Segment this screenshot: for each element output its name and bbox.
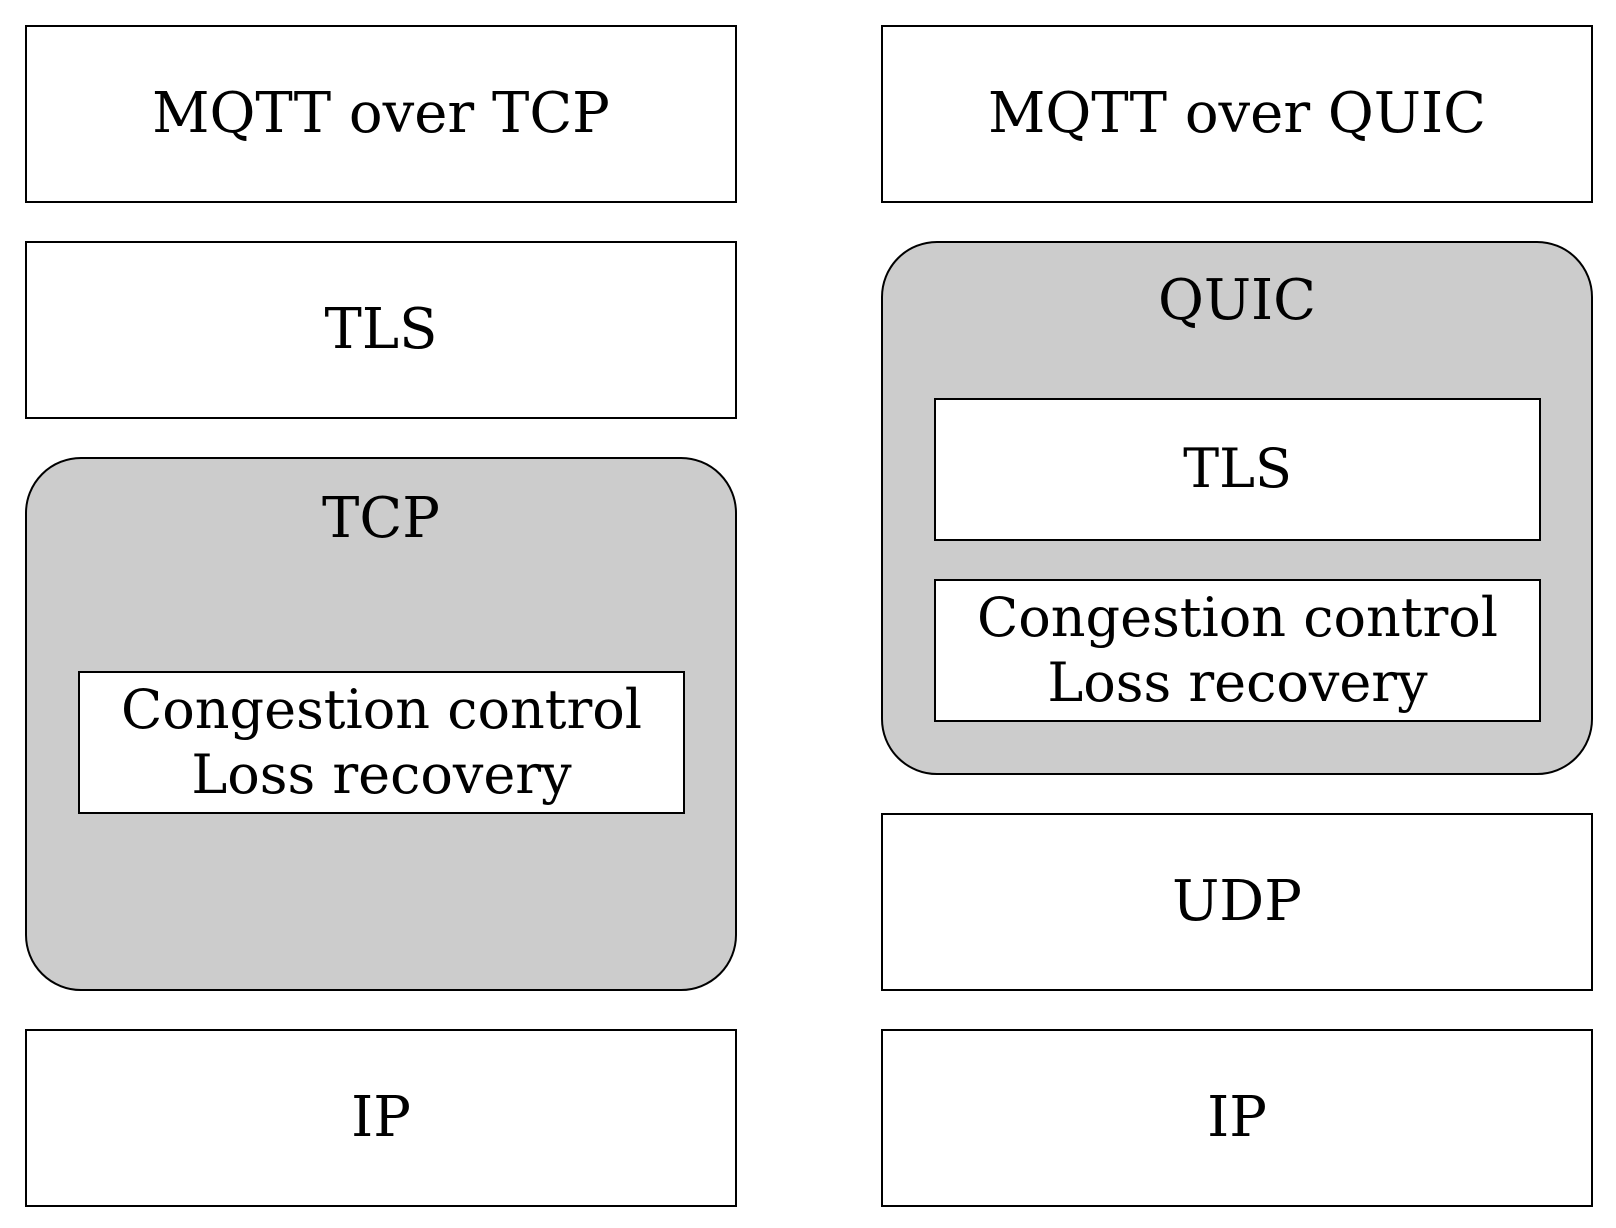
quic-congestion-control-label: Congestion control	[976, 585, 1499, 649]
quic-tls-label: TLS	[1183, 437, 1292, 501]
tcp-stack-ip-layer: IP	[25, 1029, 737, 1207]
quic-container: QUIC TLS Congestion control Loss recover…	[881, 241, 1593, 775]
quic-stack-ip-layer: IP	[881, 1029, 1593, 1207]
udp-label: UDP	[1172, 869, 1302, 935]
tcp-stack-tls-layer: TLS	[25, 241, 737, 419]
mqtt-over-tcp-label: MQTT over TCP	[152, 81, 610, 147]
quic-loss-recovery-label: Loss recovery	[1047, 650, 1428, 714]
quic-tls-box: TLS	[934, 398, 1541, 541]
tcp-stack-ip-label: IP	[351, 1085, 411, 1151]
quic-congestion-loss-box: Congestion control Loss recovery	[934, 579, 1541, 722]
mqtt-over-quic-layer: MQTT over QUIC	[881, 25, 1593, 203]
tcp-title: TCP	[322, 486, 440, 551]
tcp-loss-recovery-label: Loss recovery	[191, 742, 572, 806]
quic-title: QUIC	[1157, 268, 1317, 333]
tcp-stack-tls-label: TLS	[324, 297, 438, 363]
tcp-congestion-control-label: Congestion control	[120, 677, 643, 741]
mqtt-over-tcp-layer: MQTT over TCP	[25, 25, 737, 203]
udp-layer: UDP	[881, 813, 1593, 991]
quic-stack-ip-label: IP	[1207, 1085, 1267, 1151]
tcp-container: TCP Congestion control Loss recovery	[25, 457, 737, 991]
mqtt-over-quic-label: MQTT over QUIC	[988, 81, 1486, 147]
tcp-congestion-loss-box: Congestion control Loss recovery	[78, 671, 685, 814]
